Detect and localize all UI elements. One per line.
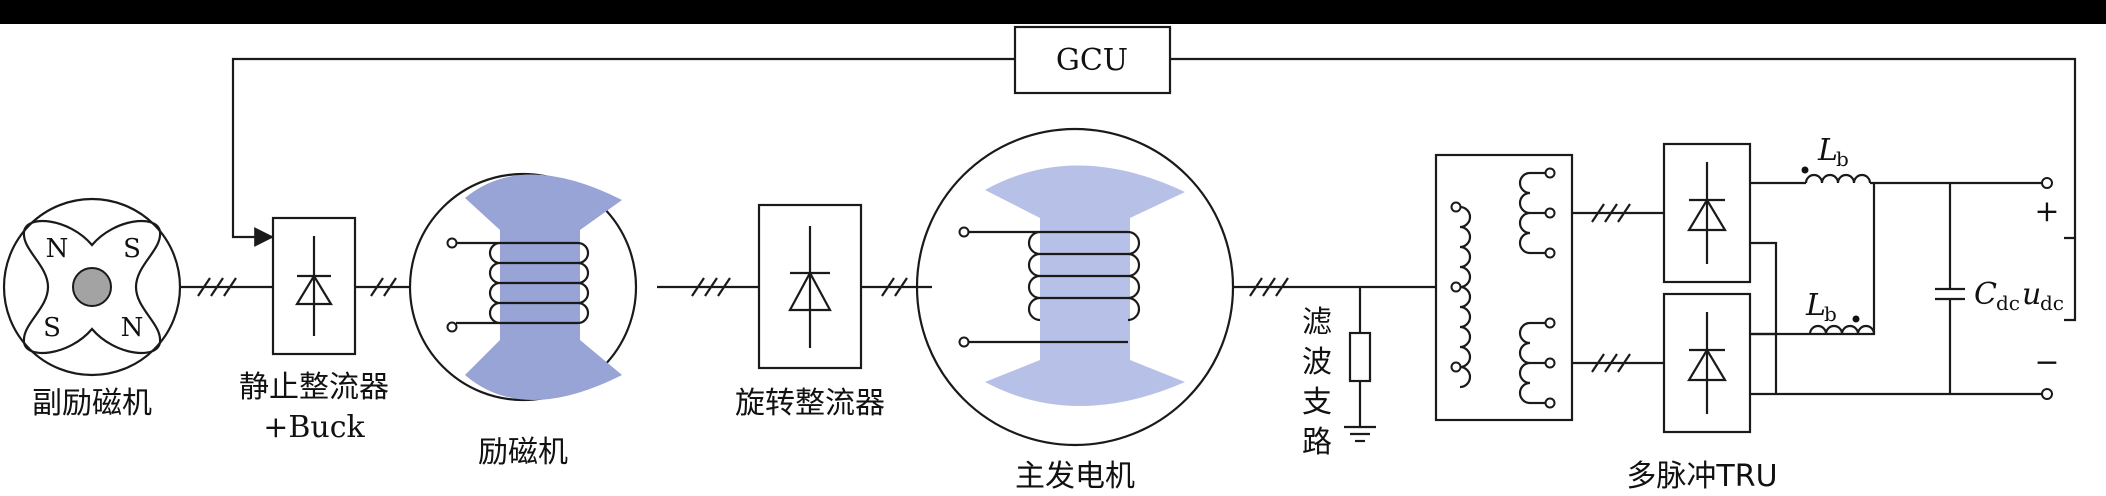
- filter-char-2: 波: [1302, 345, 1332, 380]
- filter-branch: 滤 波 支 路: [1302, 287, 1376, 460]
- tru-label: 多脉冲TRU: [1626, 459, 1777, 494]
- three-phase-slash-icon: [180, 277, 273, 297]
- static-rectifier-label: 静止整流器: [239, 370, 389, 405]
- top-bar: [0, 0, 2106, 24]
- filter-char-3: 支: [1302, 385, 1332, 420]
- filter-char-4: 路: [1302, 425, 1332, 460]
- cdc-label: C: [1974, 277, 1997, 312]
- lb-bottom-label: L: [1805, 288, 1826, 323]
- gcu-label: GCU: [1056, 43, 1128, 78]
- filter-char-1: 滤: [1302, 305, 1332, 340]
- inductor-icon: [1518, 171, 1531, 255]
- udc-label: u: [2022, 277, 2041, 312]
- pole-s-bottom-left: S: [43, 313, 61, 343]
- pole-n-bottom-right: N: [121, 313, 144, 343]
- pmg-stator-shape: [22, 219, 162, 355]
- inductor-icon: [968, 230, 1141, 344]
- resistor-icon: [1348, 331, 1372, 383]
- exciter-core: [465, 174, 622, 400]
- inductor-icon: [1808, 324, 1876, 335]
- inductor-icon: [456, 241, 590, 325]
- diode-icon: [295, 236, 333, 336]
- inductor-icon: [1804, 173, 1872, 184]
- inductor-icon: [1459, 205, 1472, 389]
- lb-top-sub: b: [1836, 147, 1849, 171]
- diode-icon: [788, 226, 832, 348]
- rotating-rectifier-label: 旋转整流器: [735, 386, 885, 421]
- buck-label: +Buck: [263, 410, 365, 445]
- pole-s-top-right: S: [123, 234, 141, 264]
- three-phase-slash-icon: [861, 277, 932, 297]
- lb-bottom-sub: b: [1824, 302, 1837, 326]
- pole-n-top-left: N: [46, 234, 69, 264]
- gcu-box: [1013, 25, 1172, 95]
- tru: 多脉冲TRU: [1434, 142, 1778, 494]
- main-generator: 主发电机: [915, 127, 1235, 494]
- pmg-label: 副励磁机: [32, 386, 152, 421]
- plus-sign: +: [2034, 194, 2059, 229]
- gcu-loop: GCU: [231, 25, 2077, 247]
- rotating-rectifier: 旋转整流器: [735, 203, 885, 421]
- inductor-icon: [1518, 321, 1531, 405]
- cdc-sub: dc: [1996, 291, 2020, 315]
- diode-icon: [1687, 312, 1727, 414]
- minus-sign: −: [2034, 345, 2059, 380]
- diode-icon: [1687, 162, 1727, 264]
- udc-sub: dc: [2040, 291, 2064, 315]
- main-core: [985, 165, 1185, 406]
- ground-icon: [1344, 425, 1376, 443]
- pmg: N S S N 副励磁机: [2, 197, 182, 421]
- exciter: 励磁机: [408, 172, 638, 470]
- pmg-shaft: [72, 267, 112, 307]
- static-rectifier: 静止整流器 +Buck: [239, 216, 389, 445]
- lb-top-label: L: [1817, 133, 1838, 168]
- capacitor-icon: [1935, 183, 1965, 394]
- exciter-label: 励磁机: [478, 435, 568, 470]
- main-generator-label: 主发电机: [1015, 459, 1135, 494]
- three-phase-slash-icon: [657, 277, 759, 297]
- three-phase-slash-icon: [355, 277, 410, 297]
- dc-output: L b L b C dc + − u dc: [1750, 133, 2077, 400]
- three-phase-slash-icon: [1233, 277, 1436, 297]
